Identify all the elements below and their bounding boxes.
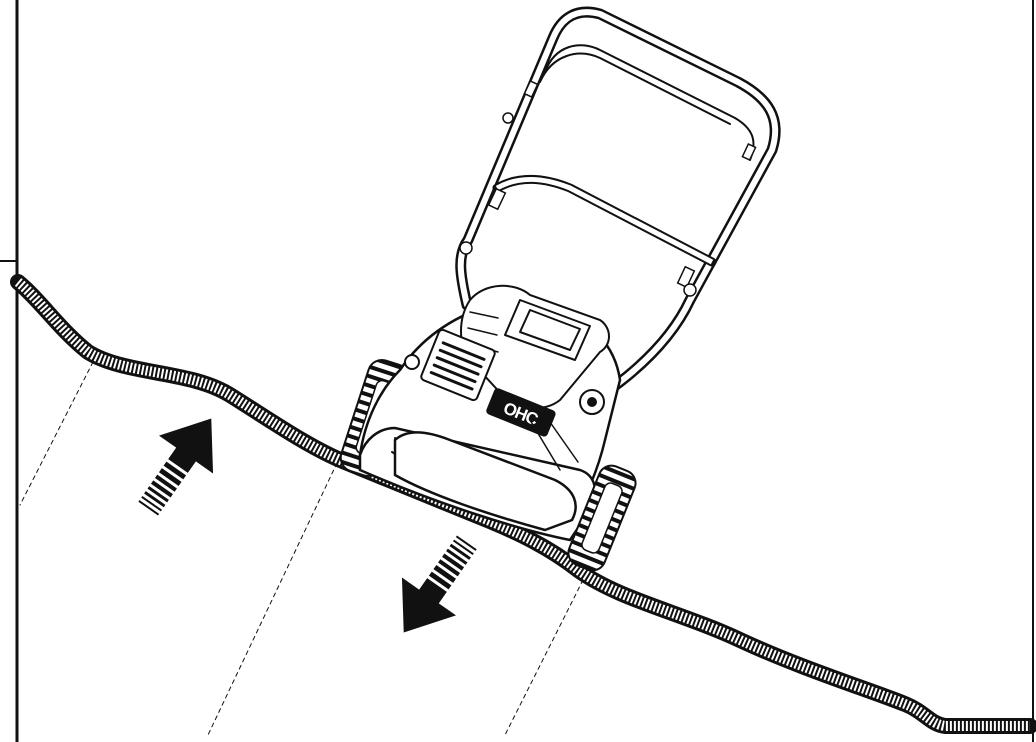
arrow-down-icon xyxy=(401,535,477,633)
mower-wheel-right xyxy=(567,464,637,572)
engine-vent-grille xyxy=(420,328,496,402)
arrow-up-icon xyxy=(138,418,214,516)
stripe-line xyxy=(207,462,338,736)
mowing-stripe-lines xyxy=(19,361,584,736)
mower-handle xyxy=(455,6,781,394)
mower-engine: OHC xyxy=(404,284,610,471)
lawn-mower-icon: OHC xyxy=(339,6,781,572)
stripe-line xyxy=(19,361,94,506)
grass-band-hatch xyxy=(14,278,1030,731)
stripe-line xyxy=(504,579,584,736)
slope-ground-line xyxy=(10,274,1036,734)
